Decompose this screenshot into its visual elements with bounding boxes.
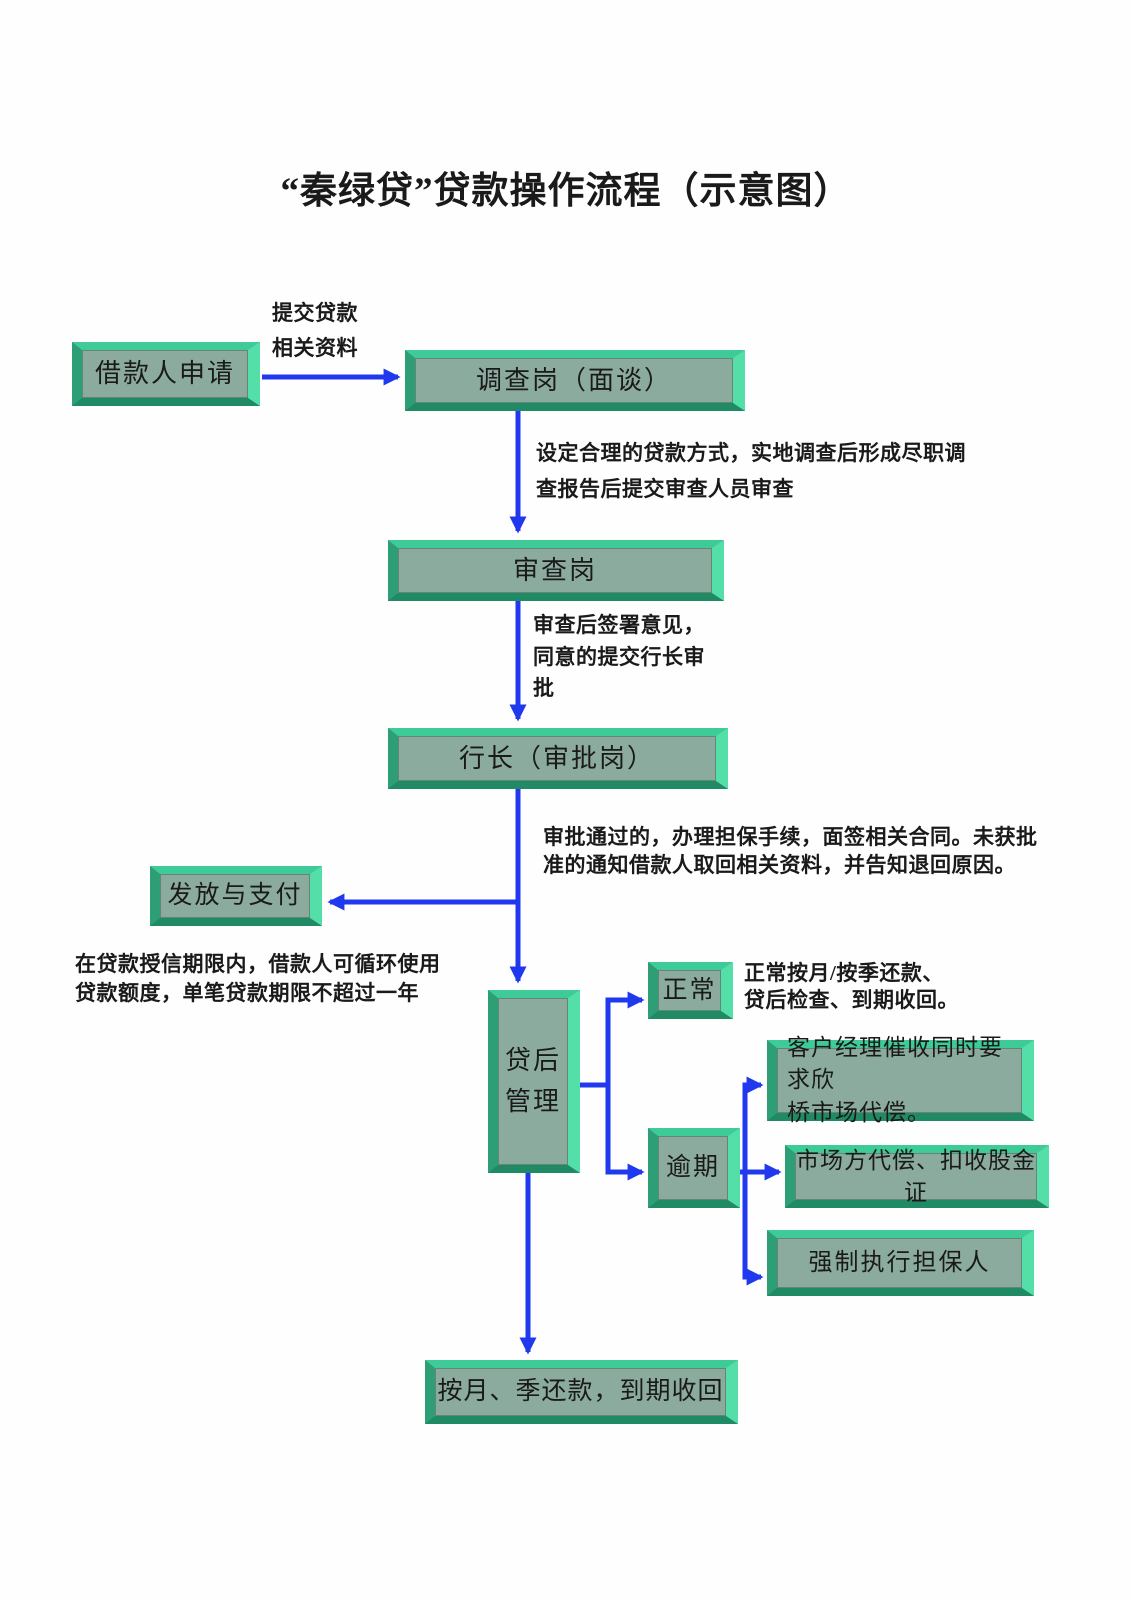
node-manager-collection: 客户经理催收同时要求欣 桥市场代偿。: [767, 1035, 1034, 1125]
annotation-normal-repay: 正常按月/按季还款、 贷后检查、到期收回。: [744, 961, 959, 1013]
annotation-credit-period: 在贷款授信期限内，借款人可循环使用 贷款额度，单笔贷款期限不超过一年: [75, 952, 441, 1005]
node-periodic-repayment: 按月、季还款，到期收回: [425, 1360, 738, 1424]
node-label-disbursement: 发放与支付: [167, 882, 303, 910]
node-borrower-application: 借款人申请: [72, 342, 260, 406]
arrow-overdue-to-enforce: [742, 1172, 764, 1286]
node-enforce-guarantor: 强制执行担保人: [767, 1230, 1034, 1296]
node-label-normal: 正常: [662, 976, 717, 1004]
arrow-overdue-to-manager: [742, 1076, 764, 1172]
node-label-post-loan: 贷后 管理: [504, 1046, 561, 1116]
annotation-after-review: 审查后签署意见， 同意的提交行长审 批: [533, 613, 705, 700]
node-market-compensation: 市场方代偿、扣收股金证: [785, 1145, 1049, 1208]
node-label-president: 行长（审批岗）: [458, 743, 655, 773]
node-label-market-compensation: 市场方代偿、扣收股金证: [796, 1148, 1036, 1205]
annotation-submit-materials: 提交贷款 相关资料: [272, 301, 358, 360]
node-investigation-post: 调查岗（面谈）: [405, 350, 745, 411]
annotation-after-approval: 审批通过的，办理担保手续，面签相关合同。未获批 准的通知借款人取回相关资料，并告…: [543, 825, 1038, 877]
arrow-postloan-to-normal: [577, 991, 645, 1088]
node-label-enforce-guarantor: 强制执行担保人: [808, 1249, 991, 1276]
node-label-periodic-repayment: 按月、季还款，到期收回: [437, 1378, 724, 1406]
node-president-approval-post: 行长（审批岗）: [388, 728, 728, 789]
node-label-borrower: 借款人申请: [94, 359, 235, 389]
node-label-review: 审查岗: [512, 555, 597, 585]
arrow-postloan-to-overdue: [605, 1085, 645, 1181]
node-overdue-status: 逾期: [648, 1128, 740, 1208]
node-label-manager-collection: 客户经理催收同时要求欣 桥市场代偿。: [787, 1035, 1003, 1125]
node-label-overdue: 逾期: [665, 1154, 720, 1182]
annotation-after-investigation: 设定合理的贷款方式，实地调查后形成尽职调 查报告后提交审查人员审查: [536, 441, 966, 501]
page-title: “秦绿贷”贷款操作流程（示意图）: [280, 171, 852, 212]
node-label-investigation: 调查岗（面谈）: [475, 365, 672, 395]
node-post-loan-management: 贷后 管理: [488, 990, 580, 1173]
node-disbursement-payment: 发放与支付: [150, 866, 322, 926]
node-normal-status: 正常: [648, 962, 733, 1019]
node-review-post: 审查岗: [388, 540, 724, 601]
